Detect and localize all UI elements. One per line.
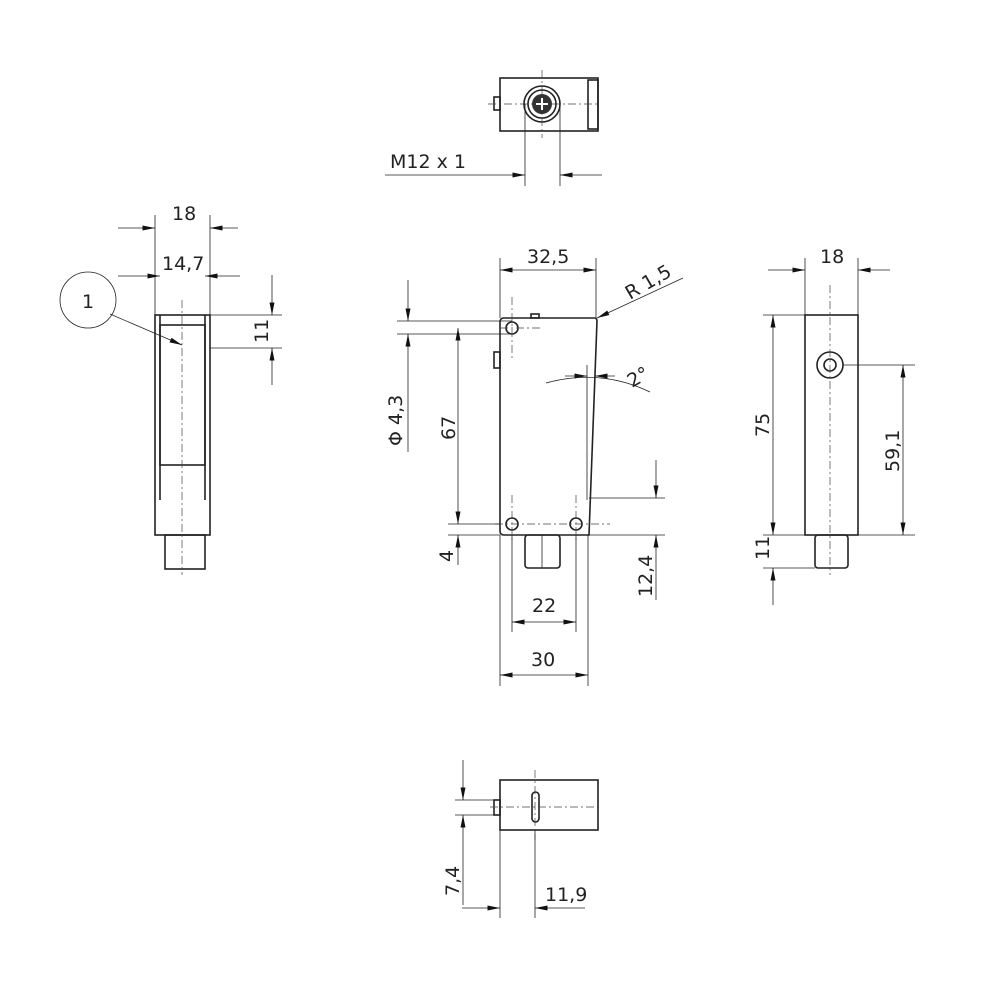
callout-circle (59, 271, 117, 329)
dim-lens-height: 59,1 (882, 430, 904, 472)
dim-width-top: 32,5 (527, 246, 569, 268)
dim-connector-length: 11 (752, 536, 774, 560)
dim-offset-horizontal: 11,9 (545, 884, 587, 906)
dim-hole-spacing-vertical: 67 (438, 416, 460, 440)
dim-width-bottom: 30 (531, 649, 555, 671)
dim-width-inner: 14,7 (162, 253, 204, 275)
dim-angle: 2° (624, 362, 654, 392)
top-view: M12 x 1 (385, 70, 602, 186)
dim-height: 75 (752, 413, 774, 437)
dim-hole-diameter: Φ 4,3 (385, 395, 407, 446)
callout-number: 1 (82, 291, 94, 313)
dim-hole-offset: 4 (436, 550, 458, 562)
bottom-view: 7,4 11,9 (442, 760, 600, 918)
left-side-view: 18 14,7 11 1 (59, 203, 282, 575)
dim-height-offset: 12,4 (635, 555, 657, 597)
dim-radius: R 1,5 (622, 261, 676, 305)
front-view: 32,5 R 1,5 2° Φ 4,3 67 4 12,4 (385, 246, 684, 686)
dim-offset: 11 (251, 319, 273, 343)
dim-width: 18 (820, 246, 844, 268)
thread-label: M12 x 1 (390, 151, 466, 173)
dim-hole-spacing-horizontal: 22 (532, 595, 556, 617)
dim-offset-vertical: 7,4 (442, 866, 464, 896)
dim-width-outer: 18 (172, 203, 196, 225)
right-side-view: 18 75 11 59,1 (752, 246, 915, 605)
